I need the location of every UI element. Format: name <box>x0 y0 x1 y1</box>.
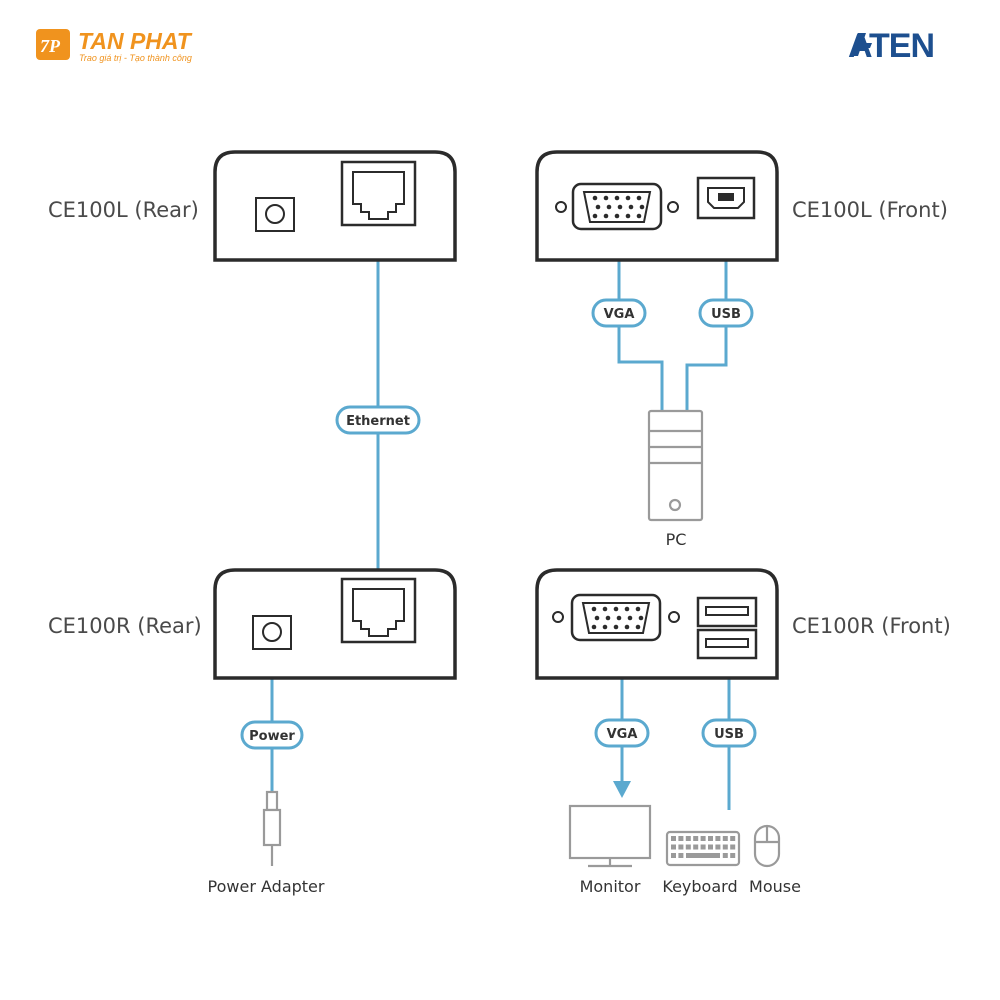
monitor-label: Monitor <box>580 877 641 896</box>
tanphat-tagline: Trao giá trị - Tạo thành công <box>79 53 192 63</box>
usb-b-port-icon <box>696 176 756 220</box>
dc-power-jack-icon <box>252 615 292 650</box>
tanphat-logo: 7P TAN PHAT Trao giá trị - Tạo thành côn… <box>36 28 193 63</box>
usb-a-port-icon <box>696 596 758 628</box>
rj45-port-icon <box>340 577 417 644</box>
svg-text:VGA: VGA <box>607 727 638 742</box>
cable-label-vga-bottom: VGA <box>594 718 650 748</box>
svg-text:7P: 7P <box>40 36 61 56</box>
vga-port-icon <box>555 182 679 231</box>
cable-label-vga-top: VGA <box>591 298 647 328</box>
cable-label-power: Power <box>240 720 304 750</box>
aten-logo: ATEN <box>848 27 935 65</box>
ce100r-front-device: CE100R (Front) <box>535 568 951 680</box>
vga-cable-top <box>617 255 664 412</box>
mouse-label: Mouse <box>749 877 801 896</box>
mouse-icon <box>753 824 781 868</box>
power-adapter-label: Power Adapter <box>208 877 325 896</box>
tanphat-logo-mark-icon <box>36 29 70 60</box>
keyboard-icon <box>665 830 741 867</box>
aten-name: ATEN <box>848 27 934 65</box>
pc-label: PC <box>666 530 687 549</box>
vga-port-icon <box>552 593 680 642</box>
ce100l-rear-label: CE100L (Rear) <box>48 198 199 222</box>
usb-cable-top <box>685 218 728 412</box>
svg-text:Ethernet: Ethernet <box>346 414 410 429</box>
ce100r-rear-label: CE100R (Rear) <box>48 614 202 638</box>
aten-logo-stripes-icon <box>850 33 872 56</box>
dc-power-jack-icon <box>255 197 295 232</box>
ce100r-rear-device: CE100R (Rear) <box>48 568 457 680</box>
ce100l-rear-device: CE100L (Rear) <box>48 150 457 262</box>
svg-text:USB: USB <box>714 727 744 742</box>
ce100l-front-label: CE100L (Front) <box>792 198 948 222</box>
svg-text:USB: USB <box>711 307 741 322</box>
cable-label-usb-bottom: USB <box>701 718 757 748</box>
tanphat-name: TAN PHAT <box>78 28 193 54</box>
rj45-port-icon <box>340 160 417 227</box>
cable-label-ethernet: Ethernet <box>335 405 421 435</box>
svg-text:Power: Power <box>249 729 295 744</box>
vga-down-arrow-icon <box>613 781 631 798</box>
monitor-icon <box>568 804 652 868</box>
ce100r-front-label: CE100R (Front) <box>792 614 951 638</box>
pc-tower-icon <box>647 409 704 522</box>
keyboard-label: Keyboard <box>662 877 737 896</box>
svg-text:VGA: VGA <box>604 307 635 322</box>
power-plug-icon <box>262 790 282 866</box>
ce100l-front-device: CE100L (Front) <box>535 150 948 262</box>
cable-label-usb-top: USB <box>698 298 754 328</box>
usb-a-port-icon <box>696 628 758 660</box>
